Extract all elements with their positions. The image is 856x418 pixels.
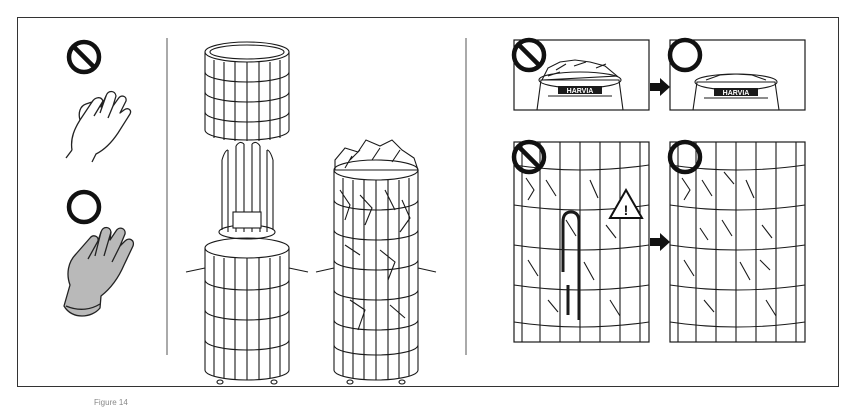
warning-symbol: ! bbox=[624, 202, 629, 218]
correct-stones-panel: HARVIA bbox=[669, 39, 806, 111]
warning-triangle-icon bbox=[608, 187, 644, 219]
figure-frame bbox=[17, 17, 839, 387]
prohibited-icon bbox=[69, 42, 99, 72]
brand-label: HARVIA bbox=[567, 88, 594, 95]
overfilled-stones-panel: HARVIA bbox=[513, 39, 650, 111]
exposed-element-panel: ! bbox=[513, 141, 650, 343]
bare-hand-icon bbox=[65, 90, 132, 163]
covered-element-panel bbox=[669, 141, 806, 343]
allowed-circle-icon bbox=[69, 192, 99, 222]
arrow-right-icon bbox=[650, 78, 670, 96]
figure-caption: Figure 14 bbox=[94, 398, 128, 407]
arrow-right-icon bbox=[650, 233, 670, 251]
heater-exploded-diagram bbox=[185, 41, 309, 385]
brand-label: HARVIA bbox=[723, 90, 750, 97]
heater-assembled-diagram bbox=[315, 139, 437, 385]
glove-icon bbox=[63, 226, 135, 317]
